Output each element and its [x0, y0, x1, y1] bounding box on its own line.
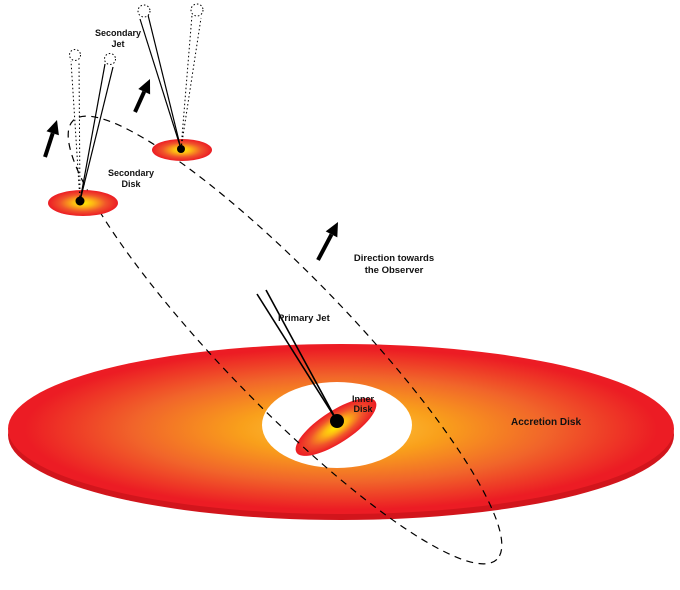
- secondary-jet-solid-line: [79, 66, 114, 202]
- observer-direction-arrow: [43, 120, 59, 158]
- jet-tip-circle: [104, 53, 116, 65]
- primary-jet: [256, 289, 344, 428]
- secondary-disk-label-line2: Disk: [121, 179, 141, 189]
- secondary-jet-label-line2: Jet: [111, 39, 124, 49]
- jet-tip-circle: [137, 4, 151, 18]
- labels: Secondary Jet Secondary Disk Direction t…: [95, 28, 581, 428]
- secondary-system-left: [48, 49, 118, 216]
- secondary-jet-solid-line: [79, 63, 106, 202]
- accretion-disk-label: Accretion Disk: [511, 417, 581, 428]
- secondary-jet-dotted-line: [180, 17, 202, 150]
- secondary-system-upper: [137, 3, 212, 161]
- secondary-disk-label-line1: Secondary: [108, 168, 154, 178]
- orbit-dashed-path: [67, 115, 503, 565]
- observer-direction-arrow: [316, 222, 338, 261]
- primary-jet-line: [265, 289, 338, 422]
- secondary-jet-solid-line: [147, 14, 182, 150]
- jet-tip-circle: [69, 49, 81, 61]
- secondary-black-hole-dot: [177, 145, 185, 153]
- direction-observer-label-line2: the Observer: [365, 265, 424, 276]
- inner-disk-label-line2: Disk: [353, 404, 373, 414]
- secondary-jet-dotted-line: [180, 14, 193, 150]
- primary-jet-line: [256, 293, 338, 422]
- secondary-jet-dotted-line: [78, 60, 81, 202]
- primary-black-hole-dot: [330, 414, 344, 428]
- secondary-jet-dotted-line: [70, 60, 81, 202]
- secondary-jet-label-line1: Secondary: [95, 28, 141, 38]
- secondary-jet-solid-line: [139, 18, 182, 150]
- observer-direction-arrow: [133, 79, 151, 113]
- jet-tip-circle: [190, 3, 204, 17]
- direction-observer-label-line1: Direction towards: [354, 253, 434, 264]
- secondary-black-hole-dot: [75, 196, 85, 206]
- observer-direction-arrows: [43, 79, 338, 261]
- inner-disk-label-line1: Inner: [352, 394, 375, 404]
- primary-jet-label: Primary Jet: [278, 313, 331, 324]
